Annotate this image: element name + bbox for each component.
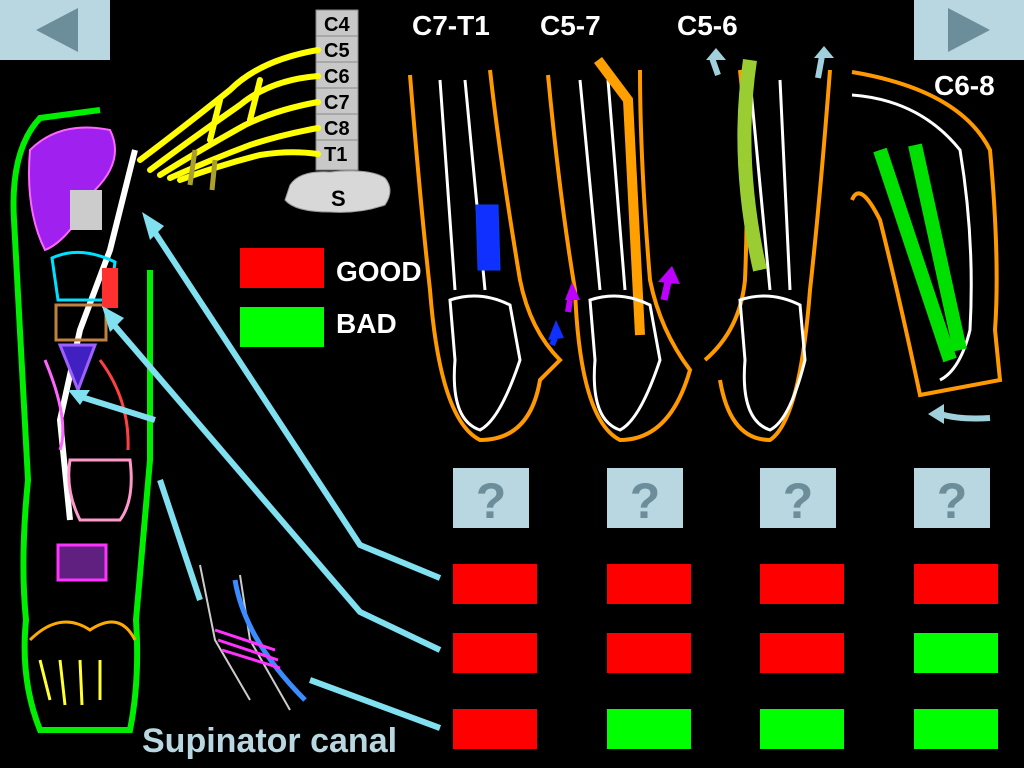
spine-level-t1: T1 (324, 144, 348, 166)
triangle-left-icon (36, 8, 78, 52)
next-button[interactable] (914, 0, 1024, 60)
question-mark-icon: ? (475, 473, 507, 529)
muscle-red (102, 268, 118, 308)
reveal-button-c5-7[interactable]: ? (607, 468, 683, 529)
spine-level-c8: C8 (324, 118, 350, 140)
column-header-c5-7: C5-7 (540, 10, 601, 41)
movement-arrows (548, 46, 991, 424)
triangle-right-icon (948, 8, 990, 52)
legend-good-swatch (240, 248, 324, 288)
reveal-button-c6-8[interactable]: ? (914, 468, 990, 529)
grid-cell-r1-c1 (453, 564, 537, 604)
grid-cell-r2-c3 (760, 633, 844, 673)
sacrum-label: S (331, 186, 346, 211)
grid-cell-r2-c4 (914, 633, 998, 673)
deltoid-muscle (28, 126, 116, 252)
question-mark-icon: ? (782, 473, 814, 529)
column-header-c7-t1: C7-T1 (412, 10, 490, 41)
legend-bad-label: BAD (336, 308, 397, 339)
spinal-column (284, 9, 391, 213)
grid-cell-r2-c1 (453, 633, 537, 673)
forearm-c6-8 (850, 70, 1003, 398)
grid-cell-r1-c2 (607, 564, 691, 604)
column-header-c5-6: C5-6 (677, 10, 738, 41)
grid-cell-r3-c3 (760, 709, 844, 749)
column-header-c6-8: C6-8 (934, 70, 995, 101)
supinator-canal-inset (199, 564, 307, 711)
grid-cell-r1-c3 (760, 564, 844, 604)
supinator-canal-caption: Supinator canal (142, 722, 398, 760)
forearm-c5-6 (703, 58, 832, 443)
forearm-muscles (28, 250, 137, 706)
radial-nerve (56, 149, 138, 521)
spine-level-c7: C7 (324, 92, 350, 114)
grid-cell-r3-c4 (914, 709, 998, 749)
spine-level-c6: C6 (324, 66, 350, 88)
spine-level-c4: C4 (324, 14, 350, 36)
grid-cell-r3-c2 (607, 709, 691, 749)
previous-button[interactable] (0, 0, 110, 60)
question-mark-icon: ? (629, 473, 661, 529)
legend-bad-swatch (240, 307, 324, 347)
brachial-plexus (137, 47, 321, 183)
forearm-c7-t1 (408, 69, 563, 443)
arm-outline (10, 107, 153, 733)
spine-level-c5: C5 (324, 40, 350, 62)
grid-cell-r2-c2 (607, 633, 691, 673)
pointer-arrows (74, 223, 442, 731)
reveal-button-c7-t1[interactable]: ? (453, 468, 529, 529)
reveal-button-c5-6[interactable]: ? (760, 468, 836, 529)
grid-cell-r3-c1 (453, 709, 537, 749)
humerus-head (70, 190, 102, 230)
forearm-c5-7 (546, 57, 693, 443)
grid-cell-r1-c4 (914, 564, 998, 604)
question-mark-icon: ? (936, 473, 968, 529)
legend-good-label: GOOD (336, 256, 422, 287)
